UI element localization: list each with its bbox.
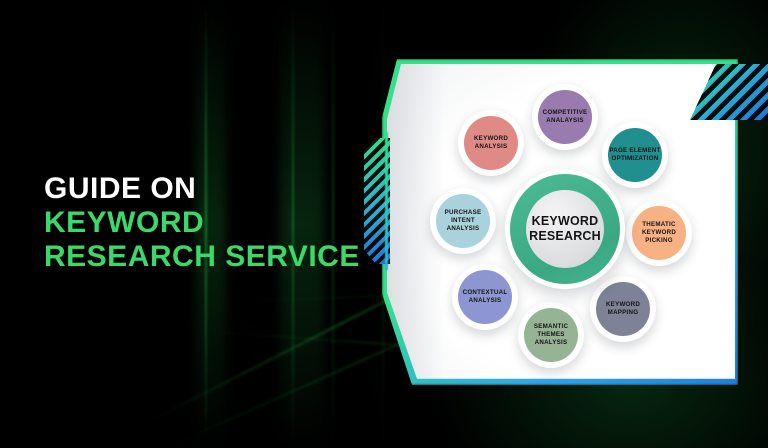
keyword-research-diagram: COMPETITIVE ANALAYSIS PAGE ELEMENT OPTIMI… [430, 84, 730, 374]
diagram-node-label: COMPETITIVE ANALAYSIS [542, 109, 588, 124]
diagram-node-disc: COMPETITIVE ANALAYSIS [538, 90, 592, 144]
panel-left-edge [385, 132, 388, 270]
diagram-node-label: CONTEXTUAL ANALYSIS [462, 289, 508, 304]
diagram-node[interactable]: KEYWORD ANALYSIS [458, 110, 524, 176]
diagram-node[interactable]: CONTEXTUAL ANALYSIS [452, 264, 518, 330]
center-ring: KEYWORD RESEARCH [510, 174, 620, 284]
diagram-node-label: PAGE ELEMENT OPTIMIZATION [609, 147, 661, 162]
diagram-node-disc: KEYWORD ANALYSIS [464, 116, 518, 170]
light-streak [196, 0, 226, 448]
diagram-node[interactable]: KEYWORD MAPPING [590, 276, 656, 342]
light-streak [332, 0, 334, 448]
diagram-node[interactable]: PURCHASE INTENT ANALYSIS [430, 188, 496, 254]
diagram-node-label: PURCHASE INTENT ANALYSIS [444, 209, 482, 232]
diagram-node-disc: CONTEXTUAL ANALYSIS [458, 270, 512, 324]
diagram-node-label: KEYWORD MAPPING [605, 301, 641, 316]
diagram-node[interactable]: PAGE ELEMENT OPTIMIZATION [602, 122, 668, 188]
center-node-label: KEYWORD RESEARCH [529, 213, 601, 243]
diagram-node-label: KEYWORD ANALYSIS [473, 135, 509, 150]
light-streak [205, 0, 207, 448]
title-line-guide-on: GUIDE ON [44, 172, 197, 205]
diagram-node[interactable]: THEMATIC KEYWORD PICKING [626, 200, 692, 266]
light-streak [292, 0, 294, 448]
diagram-node[interactable]: COMPETITIVE ANALAYSIS [532, 84, 598, 150]
center-label-wrap: KEYWORD RESEARCH [526, 190, 604, 268]
page-title: GUIDE ON KEYWORD RESEARCH SERVICE [44, 172, 374, 275]
diagram-node-disc: PAGE ELEMENT OPTIMIZATION [608, 128, 662, 182]
title-line-keyword: KEYWORD [44, 206, 205, 240]
diagram-node-disc: KEYWORD MAPPING [596, 282, 650, 336]
light-streak [280, 0, 324, 448]
diagram-node-label: SEMANTIC THEMES ANALYSIS [533, 323, 569, 346]
diagram-node[interactable]: SEMANTIC THEMES ANALYSIS [518, 302, 584, 368]
diagram-node-disc: SEMANTIC THEMES ANALYSIS [524, 308, 578, 362]
diagram-node-disc: PURCHASE INTENT ANALYSIS [436, 194, 490, 248]
diagram-node-disc: THEMATIC KEYWORD PICKING [632, 206, 686, 260]
diagram-node-label: THEMATIC KEYWORD PICKING [641, 221, 677, 244]
center-node-keyword-research[interactable]: KEYWORD RESEARCH [505, 169, 625, 289]
title-line-research-service: RESEARCH SERVICE [44, 240, 360, 274]
